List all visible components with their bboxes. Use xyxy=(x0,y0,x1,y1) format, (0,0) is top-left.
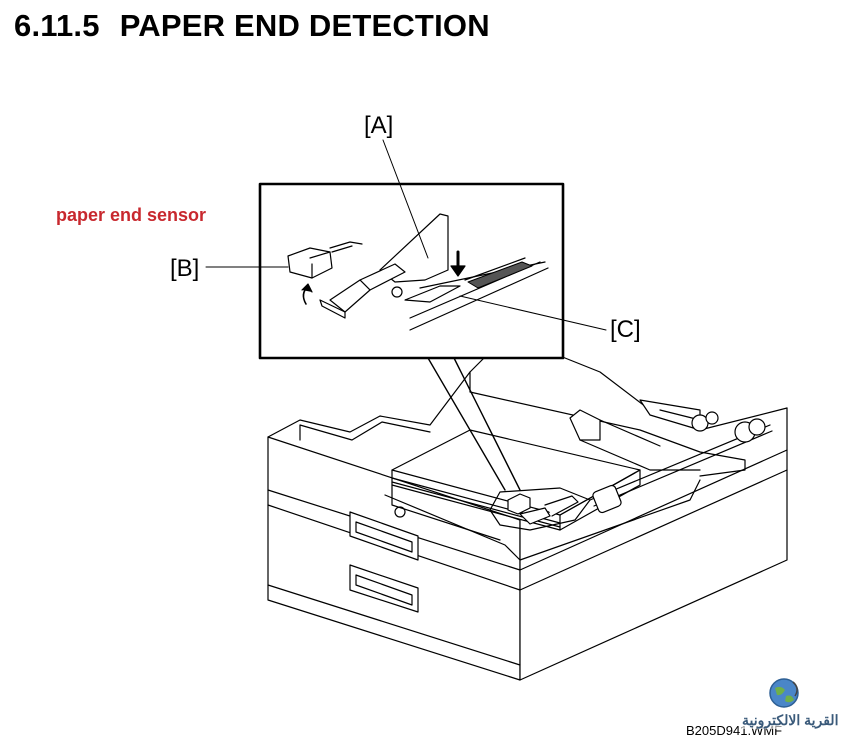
callout-c: [C] xyxy=(610,316,641,343)
callout-leaders xyxy=(205,139,607,331)
detail-inset xyxy=(258,182,565,491)
section-heading: 6.11.5 PAPER END DETECTION xyxy=(14,8,490,44)
watermark-text: القرية الالكترونية xyxy=(742,712,839,729)
callout-b: [B] xyxy=(170,255,200,282)
section-number: 6.11.5 xyxy=(14,8,100,43)
callout-a: [A] xyxy=(364,112,394,139)
paper-end-sensor-note: paper end sensor xyxy=(56,205,207,225)
paper-tray-drawing xyxy=(267,345,788,681)
globe-logo-icon xyxy=(769,678,799,708)
section-title: PAPER END DETECTION xyxy=(119,8,490,43)
